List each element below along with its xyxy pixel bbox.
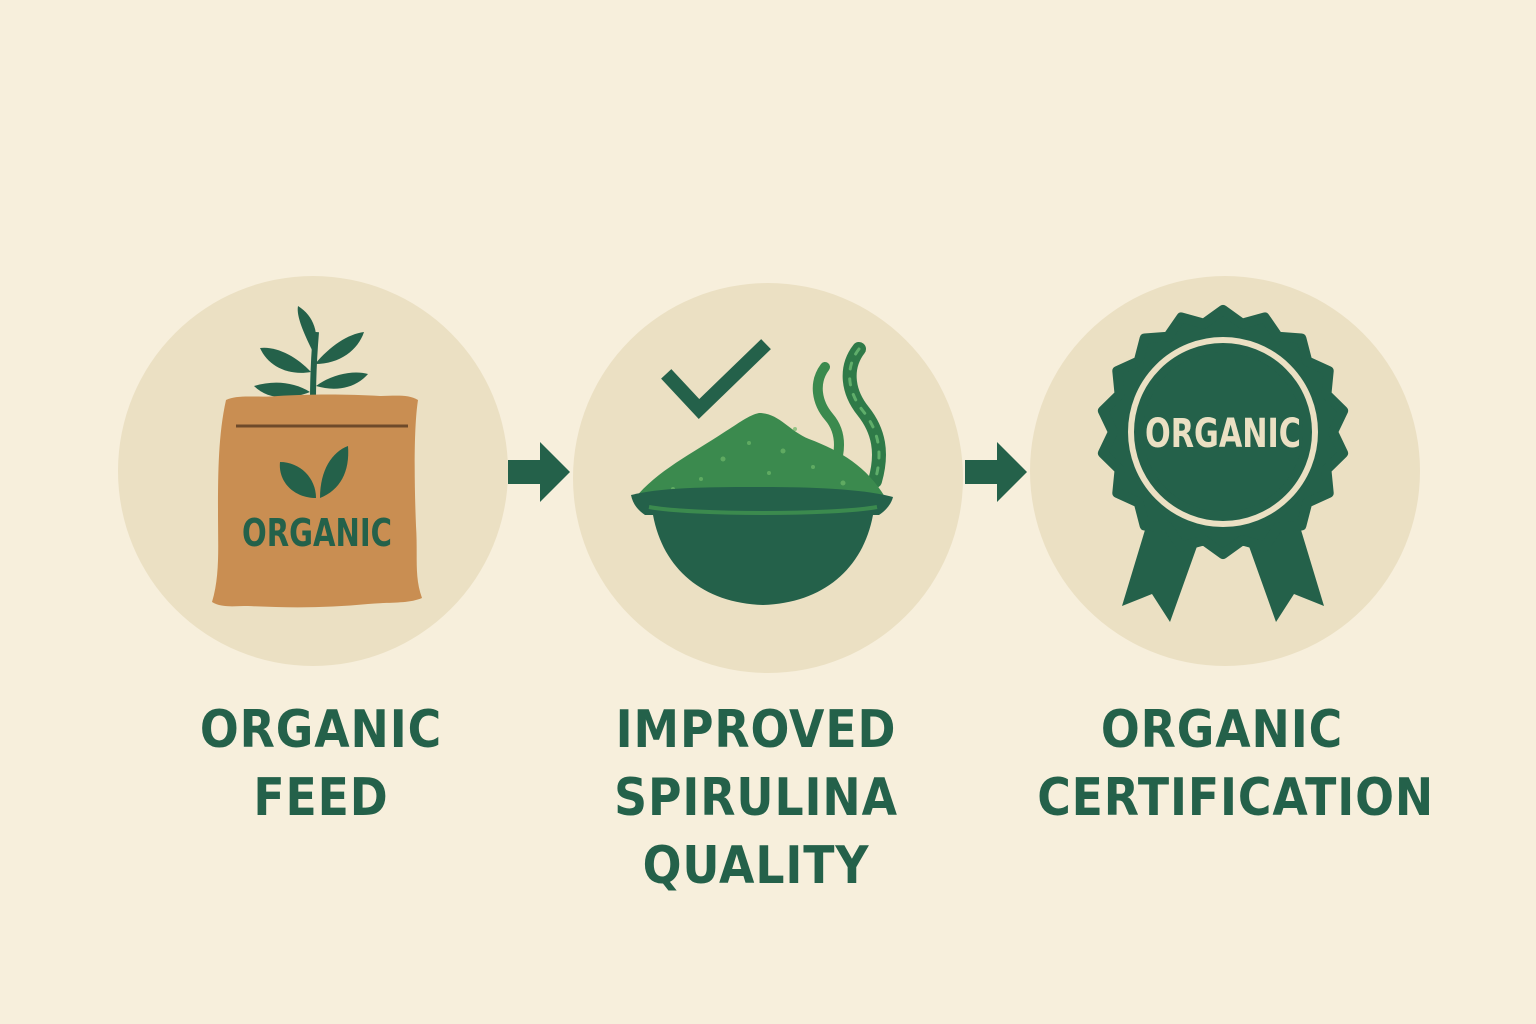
- caption-line: IMPROVED: [615, 700, 897, 760]
- feed-bag-body: [212, 394, 422, 608]
- certification-rosette-icon: ORGANIC: [1097, 305, 1349, 622]
- leaf-emblem-icon: [279, 446, 349, 498]
- powder-speckles: [671, 427, 846, 491]
- spirulina-bowl-icon: [631, 339, 893, 605]
- caption-line: CERTIFICATION: [1037, 768, 1435, 828]
- bowl-rim: [648, 505, 878, 515]
- bowl: [631, 487, 893, 605]
- seal-center: [1143, 352, 1303, 512]
- caption-line: ORGANIC: [199, 700, 443, 760]
- step-caption-organic-feed: ORGANIC FEED: [136, 696, 506, 832]
- seal-label: ORGANIC: [1145, 411, 1301, 457]
- bag-label: ORGANIC: [242, 511, 392, 555]
- step-circle-organic-feed: ORGANIC: [118, 276, 508, 666]
- plant-sprout-icon: [254, 306, 368, 401]
- caption-line: SPIRULINA: [614, 768, 898, 828]
- step-caption-organic-certification: ORGANIC CERTIFICATION: [1037, 696, 1435, 832]
- caption-line: QUALITY: [642, 836, 870, 896]
- step-caption-spirulina-quality: IMPROVED SPIRULINA QUALITY: [571, 696, 941, 900]
- caption-line: FEED: [253, 768, 389, 828]
- spirulina-powder: [633, 413, 885, 501]
- caption-line: ORGANIC: [1100, 700, 1344, 760]
- seal-ring: [1128, 337, 1318, 527]
- organic-feed-bag-icon: ORGANIC: [212, 306, 422, 608]
- check-mark-icon: [661, 339, 771, 419]
- step-circle-spirulina-quality: [573, 283, 963, 673]
- step-circle-organic-certification: ORGANIC: [1030, 276, 1420, 666]
- steam-icon: [812, 342, 886, 488]
- arrow-right-icon: [508, 442, 570, 502]
- arrow-right-icon: [965, 442, 1027, 502]
